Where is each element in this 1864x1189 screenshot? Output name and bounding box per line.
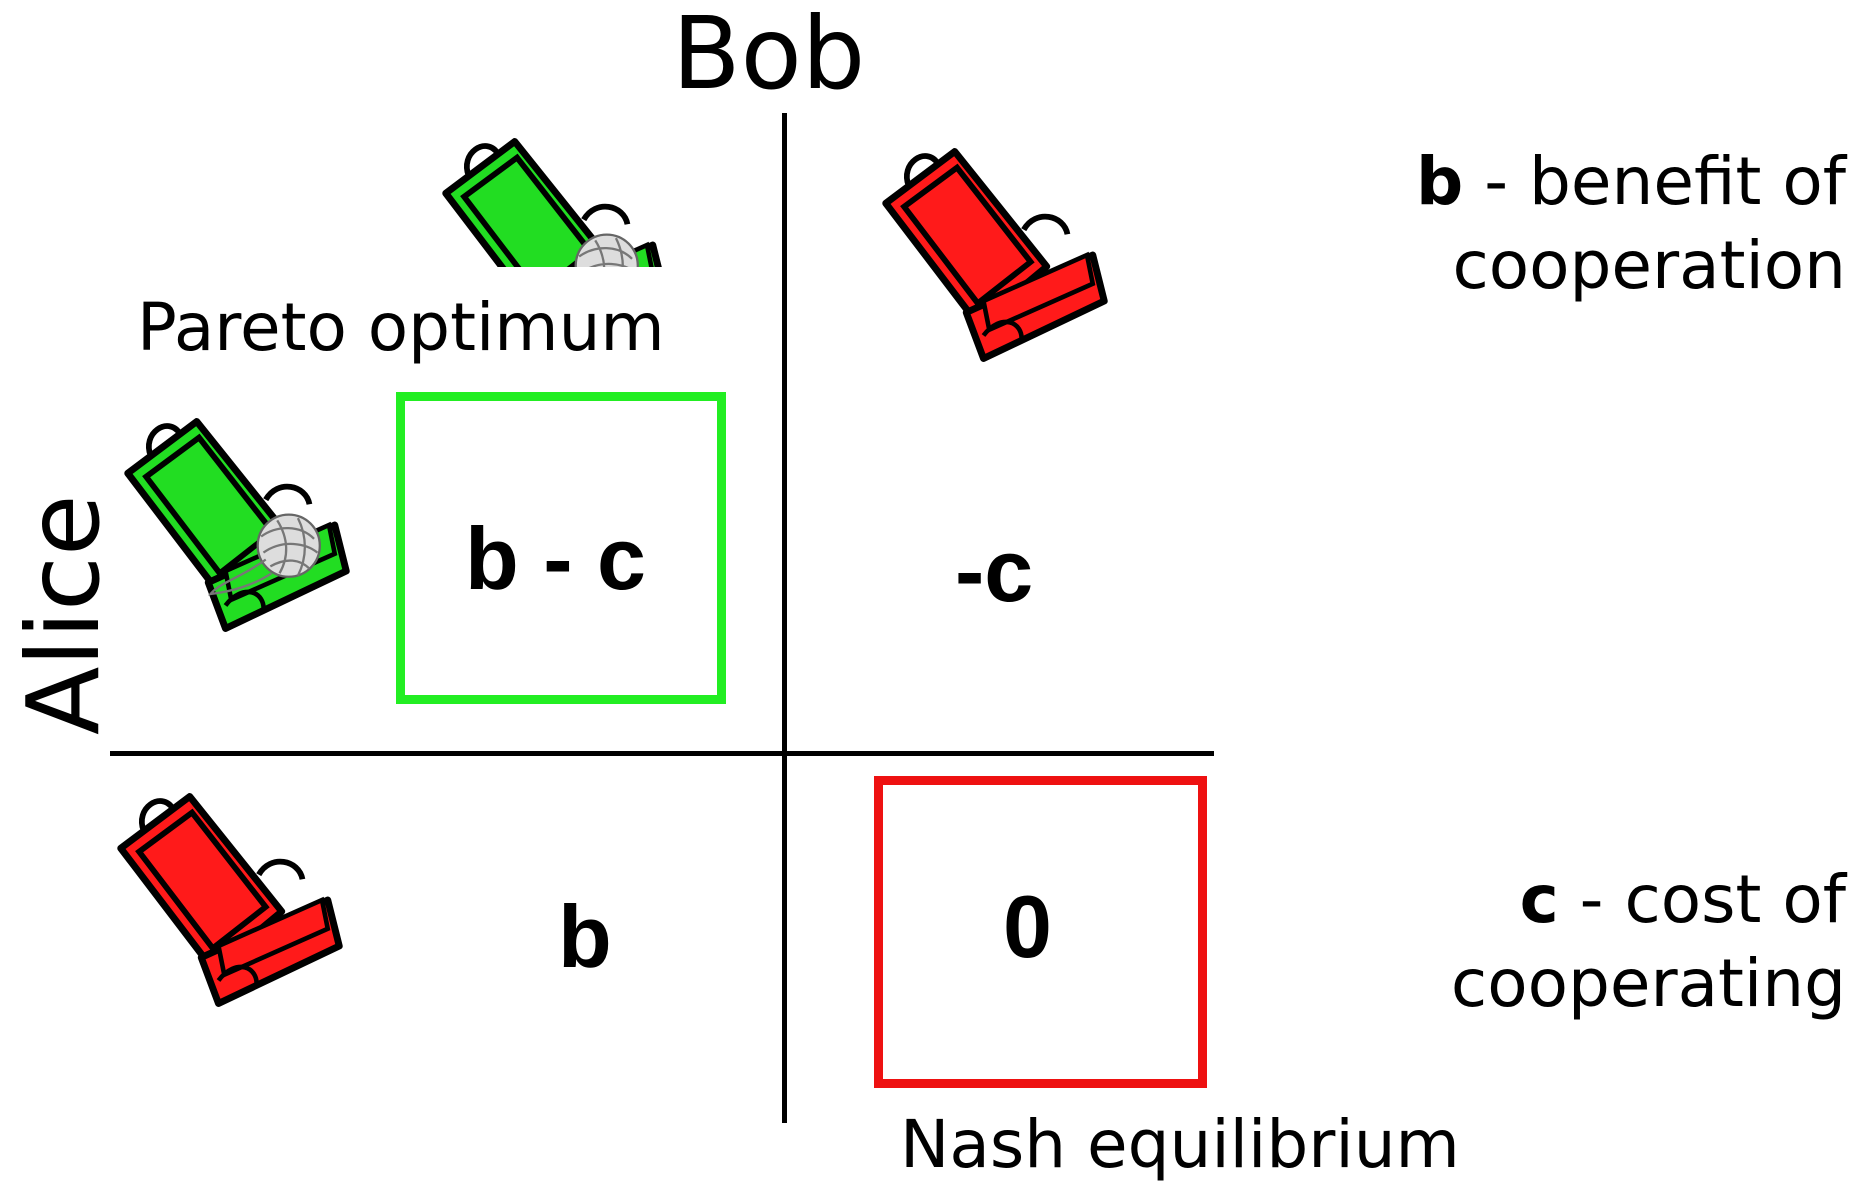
pareto-optimum-label: Pareto optimum [137, 289, 665, 366]
bob-cooperate-briefcase-icon [430, 130, 680, 267]
alice-cooperate-briefcase-icon [112, 410, 362, 640]
pareto-optimum-box [396, 392, 726, 704]
legend-c-text-line2: cooperating [1450, 945, 1846, 1023]
alice-defect-briefcase-icon [105, 785, 355, 1015]
legend-cost: c - cost of cooperating [1451, 858, 1846, 1027]
legend-b-text-line2: cooperation [1452, 227, 1846, 305]
payoff-cooperate-defect: -c [955, 521, 1034, 620]
column-player-label: Bob [672, 0, 866, 112]
legend-c-symbol: c [1519, 861, 1559, 938]
legend-c-text: - cost of [1579, 861, 1846, 938]
vertical-axis-line [782, 113, 787, 1123]
legend-benefit: b - benefit of cooperation [1416, 140, 1846, 309]
row-player-label: Alice [5, 494, 122, 735]
payoff-defect-defect: 0 [1003, 877, 1052, 976]
bob-defect-briefcase-icon [870, 140, 1120, 370]
nash-equilibrium-box [874, 776, 1207, 1088]
legend-b-symbol: b [1415, 143, 1464, 220]
legend-b-text: - benefit of [1484, 143, 1846, 220]
nash-equilibrium-label: Nash equilibrium [900, 1106, 1460, 1183]
payoff-cooperate-cooperate: b - c [465, 509, 646, 608]
horizontal-axis-line [110, 751, 1214, 756]
payoff-defect-cooperate: b [558, 887, 612, 986]
